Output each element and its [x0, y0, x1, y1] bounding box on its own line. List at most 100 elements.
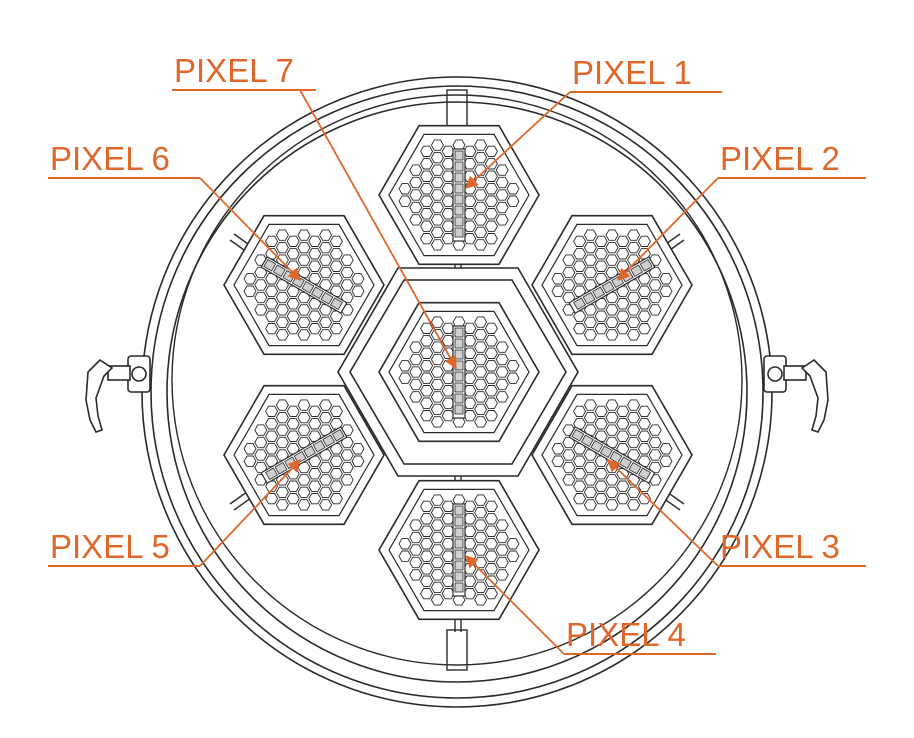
- led-segment: [454, 349, 464, 360]
- mesh-cell: [484, 372, 498, 384]
- mesh-cell: [506, 360, 520, 372]
- leader-pixel-5: [199, 459, 301, 567]
- mesh-cell: [594, 298, 608, 310]
- mesh-cell: [637, 430, 651, 442]
- led-segment: [618, 456, 632, 470]
- mesh-cell: [495, 353, 509, 366]
- mesh-cell: [583, 474, 597, 486]
- mesh-cell: [420, 322, 434, 334]
- led-segment: [638, 467, 651, 481]
- led-segment: [454, 161, 464, 172]
- mesh-cell: [659, 273, 673, 285]
- mesh-cell: [308, 405, 322, 417]
- mesh-cell: [583, 486, 597, 499]
- pixel-1-module: [378, 124, 540, 266]
- mesh-cell: [329, 443, 343, 455]
- mesh-cell: [594, 235, 608, 247]
- mesh-cell: [420, 513, 434, 525]
- mesh-cell: [319, 229, 333, 241]
- led-segment: [454, 516, 464, 527]
- mesh-cell: [648, 304, 662, 316]
- mesh-cell: [484, 360, 498, 372]
- mesh-cell: [484, 233, 498, 245]
- mesh-cell: [594, 405, 608, 417]
- mesh-cell: [420, 538, 434, 550]
- label-pixel-5: PIXEL 5: [50, 528, 170, 565]
- mesh-cell: [409, 569, 423, 581]
- mesh-cell: [484, 525, 498, 537]
- led-segment: [263, 258, 277, 272]
- mesh-cell: [409, 164, 423, 176]
- mesh-cell: [409, 556, 423, 569]
- mesh-cell: [605, 499, 619, 511]
- mesh-cell: [637, 418, 651, 430]
- mesh-cell: [441, 170, 455, 182]
- module-bezel: [233, 393, 375, 517]
- mesh-cell: [484, 575, 498, 587]
- led-segment: [330, 297, 343, 311]
- mesh-cell: [573, 480, 587, 492]
- mesh-cell: [308, 248, 322, 260]
- mesh-cell: [308, 260, 322, 272]
- mesh-cell: [398, 538, 412, 550]
- mesh-cell: [398, 183, 412, 195]
- led-segment: [274, 461, 288, 475]
- mesh-cell: [409, 378, 423, 391]
- mesh-cell: [297, 424, 311, 436]
- led-segment: [454, 183, 464, 194]
- mesh-cell: [275, 486, 289, 499]
- led-segment: [454, 216, 464, 227]
- mesh-cell: [627, 229, 641, 241]
- mesh-cell: [441, 195, 455, 207]
- mesh-cell: [420, 208, 434, 220]
- mesh-cell: [551, 455, 565, 467]
- led-strip: [452, 503, 466, 597]
- module-bezel: [388, 133, 530, 257]
- left-clamp-handle: [85, 355, 151, 433]
- led-segment: [310, 286, 324, 300]
- mesh-cell: [265, 405, 279, 417]
- mesh-cell: [573, 323, 587, 335]
- mesh-cell: [286, 310, 300, 322]
- mesh-cell: [484, 170, 498, 182]
- mesh-cell: [351, 285, 365, 297]
- mesh-cell: [398, 372, 412, 384]
- mesh-cell: [648, 291, 662, 304]
- mesh-cell: [329, 260, 343, 272]
- mesh-cell: [627, 329, 641, 341]
- mesh-cell: [441, 233, 455, 245]
- mesh-cell: [409, 214, 423, 226]
- mesh-cell: [275, 424, 289, 436]
- mesh-cell: [265, 480, 279, 492]
- mesh-cell: [474, 403, 488, 416]
- mesh-cell: [474, 151, 488, 164]
- led-segment: [454, 205, 464, 216]
- mesh-cell: [286, 418, 300, 430]
- mesh-cell: [616, 285, 630, 297]
- led-segment: [331, 428, 345, 442]
- mesh-cell: [265, 298, 279, 310]
- mesh-cell: [340, 474, 354, 486]
- mesh-cell: [265, 493, 279, 505]
- mesh-cell: [659, 455, 673, 467]
- mesh-cell: [659, 443, 673, 455]
- mesh-cell: [319, 486, 333, 499]
- mesh-cell: [297, 229, 311, 241]
- mesh-cell: [275, 229, 289, 241]
- led-segment: [454, 549, 464, 560]
- mesh-cell: [420, 220, 434, 232]
- mesh-cell: [420, 372, 434, 384]
- mesh-cell: [441, 550, 455, 562]
- mesh-cell: [474, 531, 488, 544]
- mesh-cell: [484, 183, 498, 195]
- mesh-cell: [243, 285, 257, 297]
- mesh-cell: [430, 569, 444, 581]
- mesh-cell: [474, 189, 488, 201]
- mesh-cell: [474, 341, 488, 353]
- mesh-cell: [430, 391, 444, 403]
- mesh-cell: [484, 208, 498, 220]
- mesh-cell: [297, 399, 311, 411]
- mesh-cell: [495, 391, 509, 403]
- mesh-cell: [297, 474, 311, 486]
- mesh-cell: [583, 316, 597, 329]
